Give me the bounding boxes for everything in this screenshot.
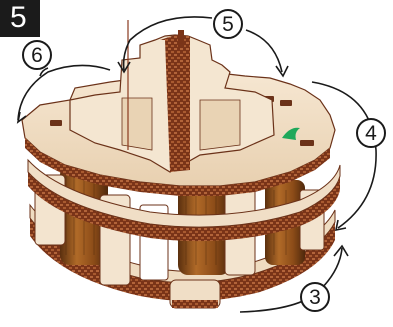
callout-3: 3 <box>300 282 330 312</box>
step-number-badge: 5 <box>0 0 40 37</box>
step-number: 5 <box>10 2 27 34</box>
callout-4: 4 <box>356 118 386 148</box>
callout-6: 6 <box>22 40 52 70</box>
callout-5: 5 <box>213 9 243 39</box>
